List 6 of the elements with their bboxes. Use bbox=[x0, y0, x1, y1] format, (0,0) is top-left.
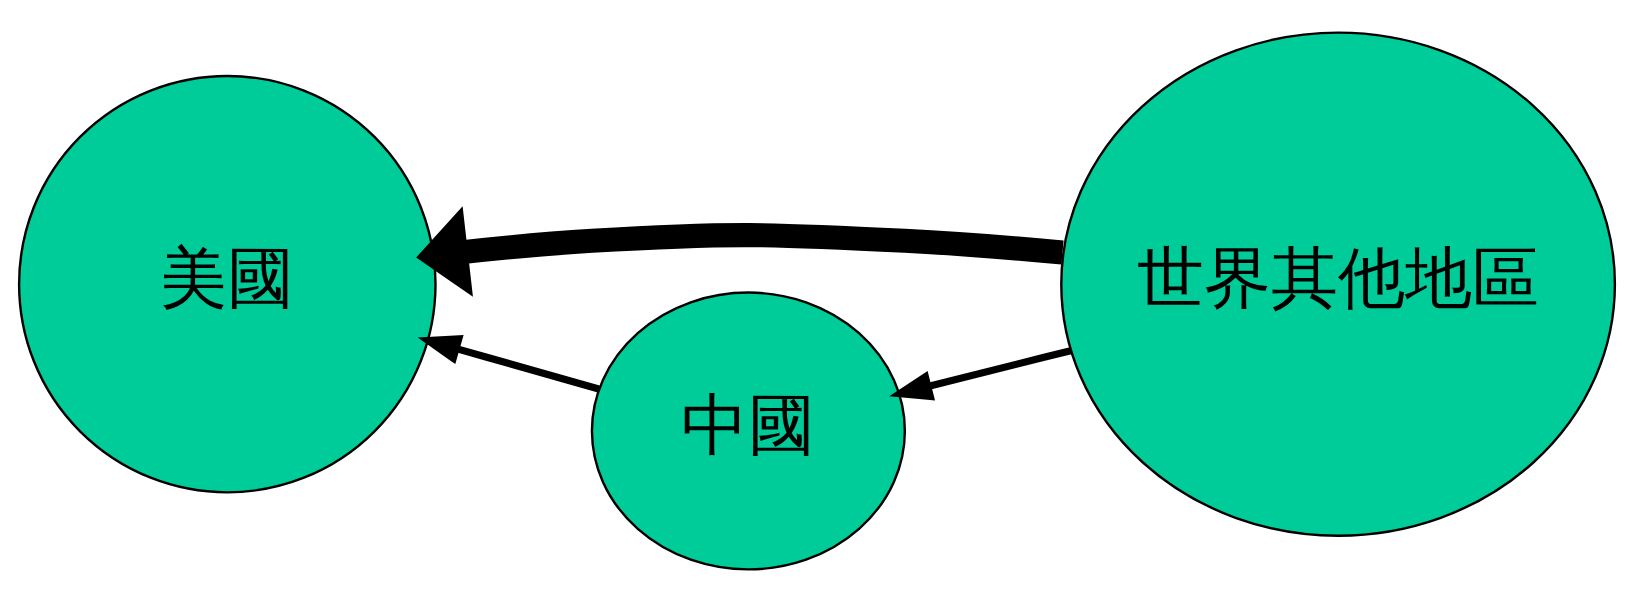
arrow bbox=[415, 205, 1064, 297]
node-circle: 世界其他地區 bbox=[1059, 30, 1616, 537]
arrow bbox=[417, 334, 600, 393]
node-ellipse: 中國 bbox=[590, 290, 906, 571]
arrow bbox=[888, 346, 1072, 400]
node-circle: 美國 bbox=[17, 74, 437, 494]
